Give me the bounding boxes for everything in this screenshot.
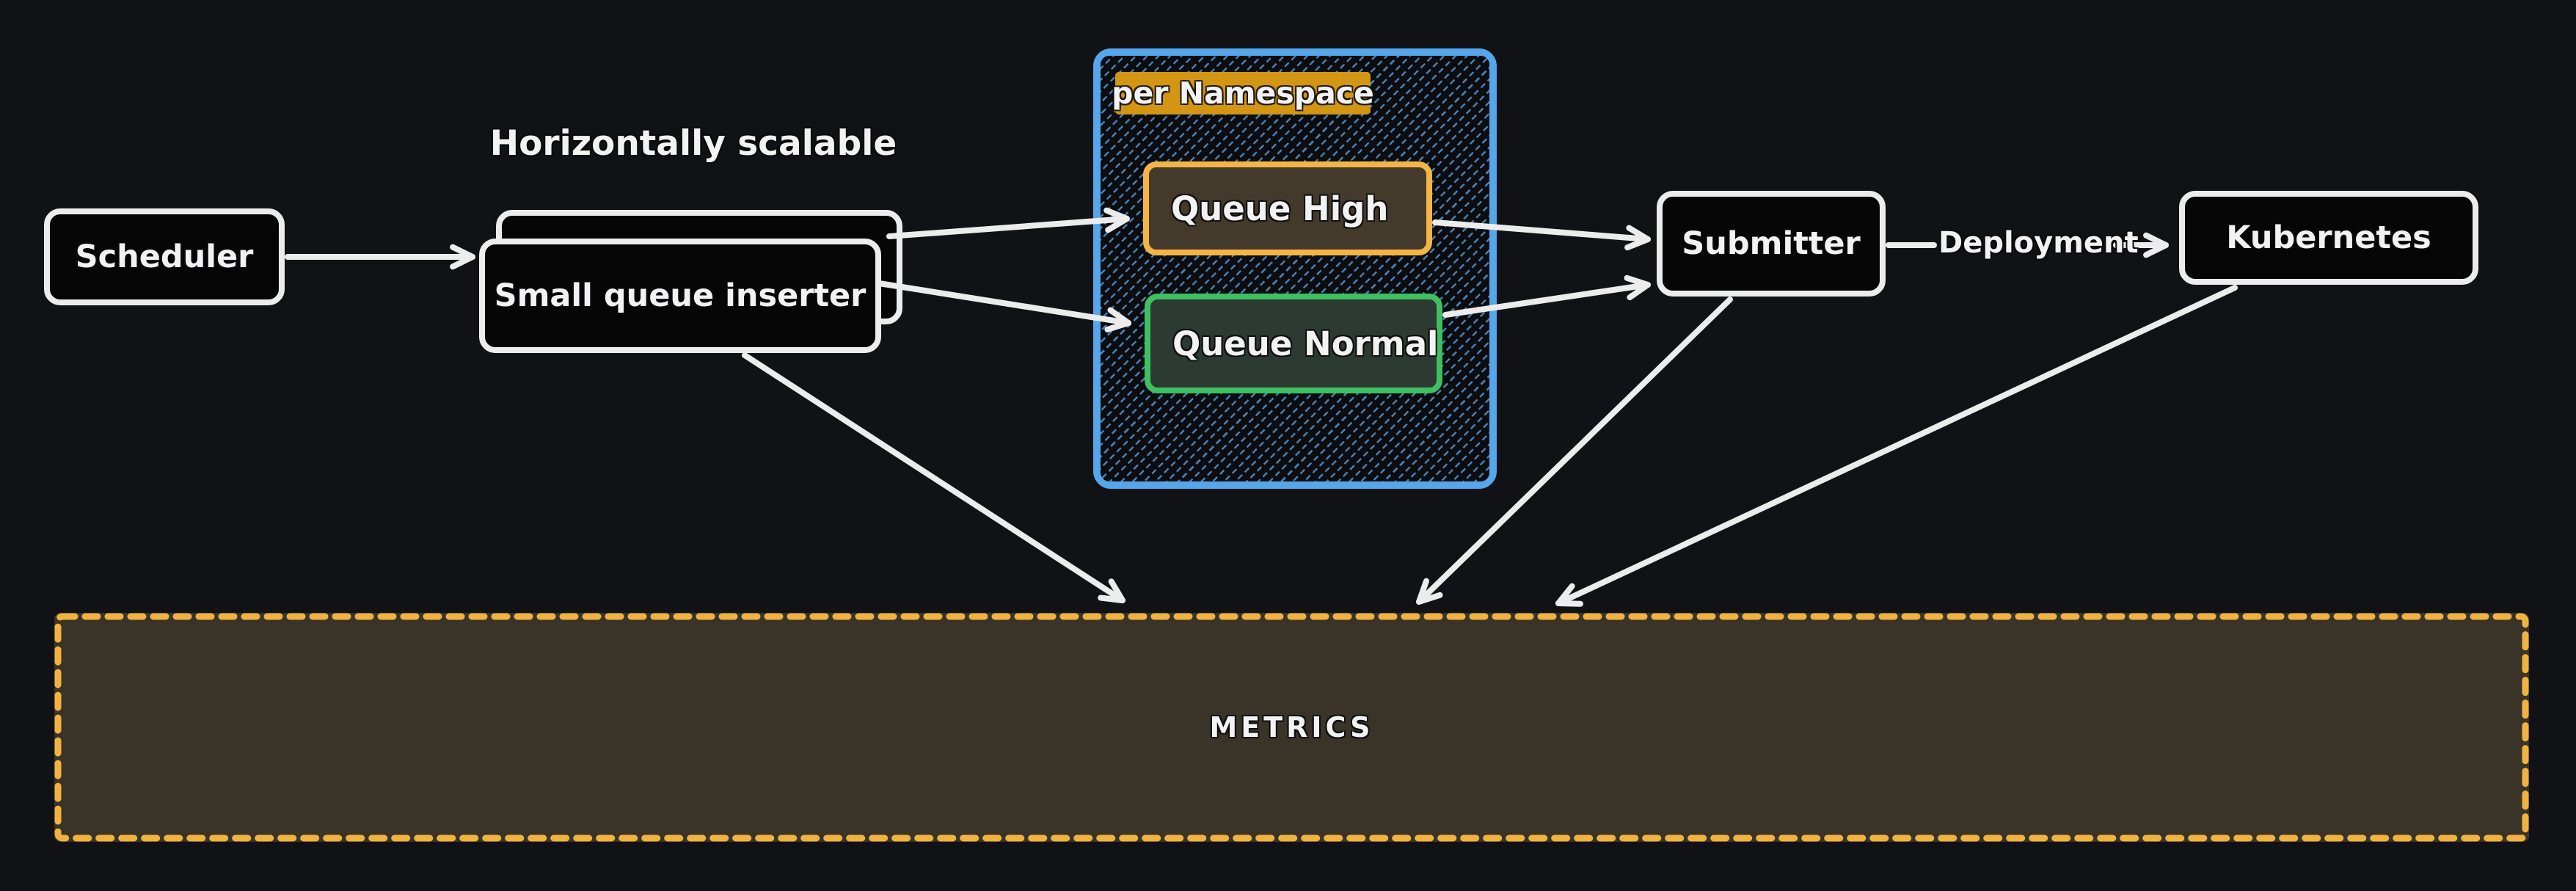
node-submitter: Submitter [1657, 191, 1886, 297]
node-scheduler: Scheduler [44, 208, 285, 305]
node-queue-high: Queue High [1143, 161, 1432, 255]
edge-submitter-to-metrics-arrowhead [1416, 578, 1443, 605]
edge-label-deployment: Deployment [1938, 226, 2139, 260]
edge-queue-high-to-submitter-arrowhead [1624, 225, 1651, 251]
node-label-submitter: Submitter [1682, 225, 1861, 262]
edge-queue-normal-to-submitter-arrowhead [1624, 274, 1651, 301]
edge-scheduler-to-inserter-arrowhead [450, 244, 475, 270]
edge-inserter-to-metrics-arrowhead [1098, 578, 1125, 603]
edge-inserter-to-queue-normal [876, 280, 1131, 332]
node-label-kubernetes: Kubernetes [2226, 219, 2431, 256]
node-label-metrics: METRICS [1209, 711, 1374, 743]
edge-kubernetes-to-metrics-arrowhead [1555, 583, 1583, 607]
node-kubernetes: Kubernetes [2179, 191, 2478, 285]
edge-inserter-to-queue-high [886, 207, 1130, 239]
node-queue-normal: Queue Normal [1145, 294, 1442, 393]
node-label-queue-high: Queue High [1171, 189, 1389, 228]
group-title-per-namespace: per Namespace [1112, 72, 1374, 114]
edge-inserter-to-metrics [742, 352, 1125, 603]
crosshatch-pattern [1101, 56, 1489, 481]
group-per-namespace: per Namespace Queue High Queue Normal [1093, 48, 1497, 489]
label-horizontally-scalable: Horizontally scalable [489, 123, 897, 164]
node-label-queue-normal: Queue Normal [1172, 324, 1439, 363]
node-metrics: METRICS [54, 613, 2529, 842]
edge-scheduler-to-inserter [285, 244, 475, 270]
node-label-scheduler: Scheduler [75, 239, 254, 275]
node-label-small-queue-inserter: Small queue inserter [494, 277, 866, 314]
edge-kubernetes-to-metrics [1555, 285, 2238, 607]
edge-deployment-to-kubernetes-arrowhead [2143, 232, 2169, 258]
metrics-dashed-border [54, 613, 2529, 842]
node-small-queue-inserter: Small queue inserter [479, 239, 881, 353]
